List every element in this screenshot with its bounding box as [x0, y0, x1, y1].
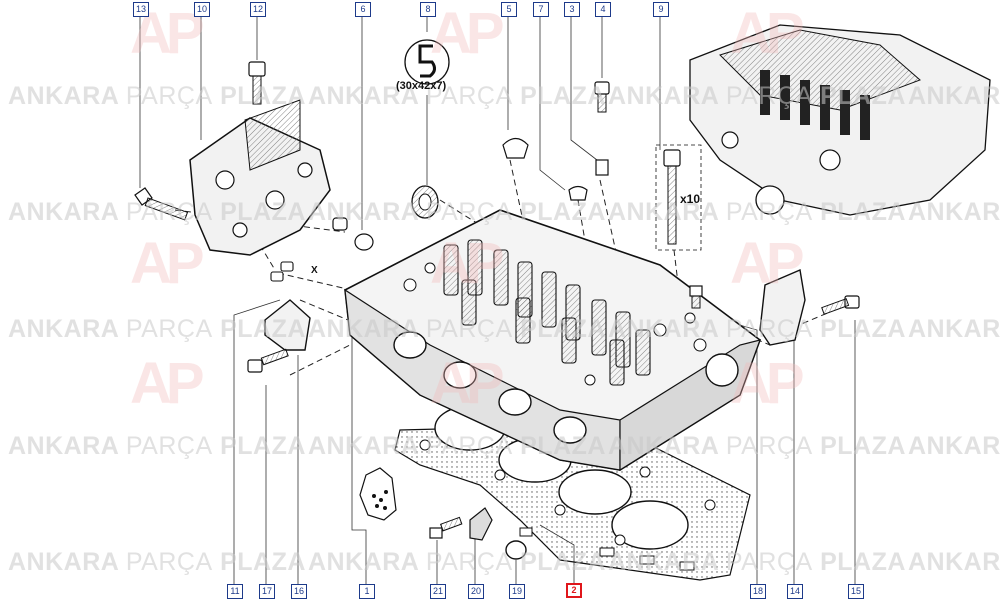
watermark-row: ANKARA PARÇA PLAZA: [308, 548, 606, 576]
bolt-18: [689, 285, 703, 309]
plugs: [502, 137, 588, 201]
watermark-row-partial: ANKAR: [908, 432, 1000, 460]
bolt-quantity-label: x10: [680, 192, 701, 206]
watermark-row: ANKARA PARÇA PLAZA: [8, 548, 306, 576]
part-20: [469, 507, 493, 541]
watermark-row: ANKARA PARÇA PLAZA: [8, 432, 306, 460]
callout-3[interactable]: 3: [564, 2, 580, 17]
callout-17[interactable]: 17: [259, 584, 275, 599]
bolt-4: [594, 81, 610, 113]
watermark-row: ANKARA PARÇA PLAZA: [8, 82, 306, 110]
dowels-11: [270, 261, 294, 282]
bolt-15: [821, 295, 860, 315]
callout-20[interactable]: 20: [468, 584, 484, 599]
watermark-row: ANKARA PARÇA PLAZA: [308, 315, 606, 343]
callout-2-highlighted[interactable]: 2: [566, 583, 582, 598]
callout-4[interactable]: 4: [595, 2, 611, 17]
logo-watermark: AP: [730, 231, 805, 296]
callout-16[interactable]: 16: [291, 584, 307, 599]
head-bolt-9: [655, 144, 702, 251]
nut-19: [505, 540, 527, 560]
bolt-17: [247, 348, 289, 373]
watermark-row-partial: ANKAR: [908, 198, 1000, 226]
logo-watermark: AP: [730, 351, 805, 416]
callout-1[interactable]: 1: [359, 584, 375, 599]
callout-7[interactable]: 7: [533, 2, 549, 17]
logo-watermark: AP: [430, 231, 505, 296]
callout-21[interactable]: 21: [430, 584, 446, 599]
callout-15[interactable]: 15: [848, 584, 864, 599]
watermark-row: ANKARA PARÇA PLAZA: [308, 82, 606, 110]
watermark-row-partial: ANKAR: [908, 82, 1000, 110]
callout-13[interactable]: 13: [133, 2, 149, 17]
leader-lines: [139, 15, 856, 588]
engine-mount-bracket: [189, 99, 331, 256]
dowel-dimension-label: X: [311, 265, 318, 276]
callout-19[interactable]: 19: [509, 584, 525, 599]
watermark-row: ANKARA PARÇA PLAZA: [308, 432, 606, 460]
logo-watermark: AP: [430, 1, 505, 66]
callout-11[interactable]: 11: [227, 584, 243, 599]
watermark-row: ANKARA PARÇA PLAZA: [608, 548, 906, 576]
sleeve-3: [595, 159, 609, 176]
bracket-16: [264, 299, 311, 351]
logo-watermark: AP: [130, 231, 205, 296]
watermark-row-partial: ANKAR: [908, 315, 1000, 343]
watermark-row: ANKARA PARÇA PLAZA: [8, 198, 306, 226]
seal-8: [404, 39, 450, 219]
callout-9[interactable]: 9: [653, 2, 669, 17]
bolt-13: [134, 187, 189, 221]
dowels-6: [332, 217, 374, 251]
callout-10[interactable]: 10: [194, 2, 210, 17]
watermark-row: ANKARA PARÇA PLAZA: [8, 315, 306, 343]
logo-watermark: AP: [430, 351, 505, 416]
bolt-21: [429, 516, 463, 539]
callout-8[interactable]: 8: [420, 2, 436, 17]
callout-14[interactable]: 14: [787, 584, 803, 599]
cylinder-head: [344, 209, 761, 472]
watermark-row: ANKARA PARÇA PLAZA: [608, 82, 906, 110]
bracket-14: [759, 269, 806, 346]
watermark-row: ANKARA PARÇA PLAZA: [308, 198, 606, 226]
watermark-row-partial: ANKAR: [908, 548, 1000, 576]
callout-6[interactable]: 6: [355, 2, 371, 17]
logo-watermark: AP: [130, 351, 205, 416]
callout-5[interactable]: 5: [501, 2, 517, 17]
seal-size-label: (30x42x7): [396, 80, 447, 92]
engine-thumbnail: [689, 24, 991, 216]
bolt-12: [248, 61, 266, 105]
watermark-row: ANKARA PARÇA PLAZA: [608, 198, 906, 226]
callout-18[interactable]: 18: [750, 584, 766, 599]
logo-watermark: AP: [730, 1, 805, 66]
watermark-row: ANKARA PARÇA PLAZA: [608, 432, 906, 460]
watermark-row: ANKARA PARÇA PLAZA: [608, 315, 906, 343]
callout-12[interactable]: 12: [250, 2, 266, 17]
hardware-bag-1: [359, 467, 397, 521]
